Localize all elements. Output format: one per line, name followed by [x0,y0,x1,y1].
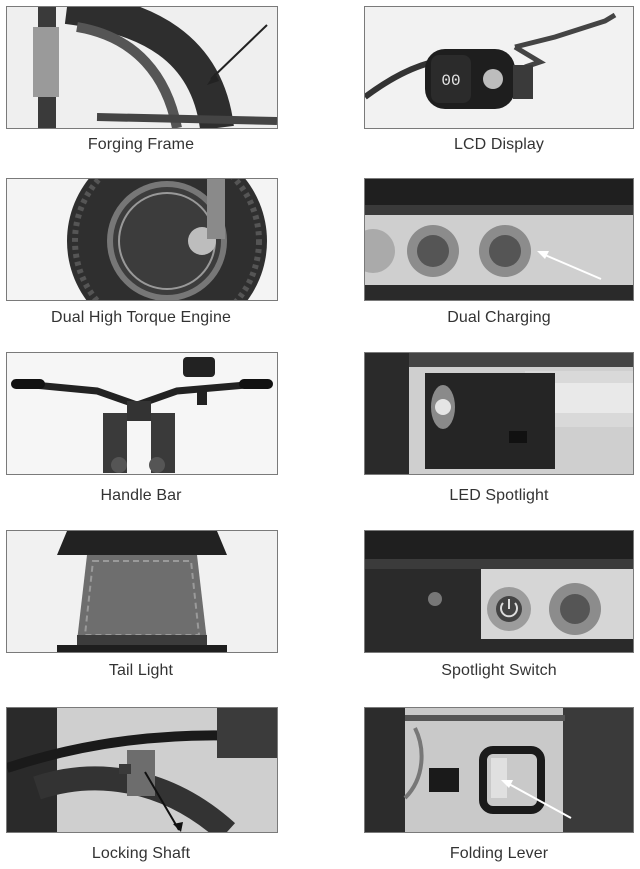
feature-caption-handle-bar: Handle Bar [100,487,182,504]
tail-light-photo [6,530,278,653]
led-spotlight-photo [364,352,634,475]
pointer-arrow-icon [501,780,513,788]
feature-caption-led-spotlight: LED Spotlight [449,487,549,504]
feature-caption-spotlight-switch: Spotlight Switch [441,662,557,679]
power-icon [500,602,518,618]
spotlight-switch-image [365,531,633,652]
feature-caption-dual-charging: Dual Charging [447,309,551,326]
feature-caption-locking-shaft: Locking Shaft [91,845,191,862]
handle-bar-photo [6,352,278,475]
lcd-display-photo: 00 [364,6,634,129]
led-spotlight-image [365,353,633,474]
dual-engine-photo [6,178,278,301]
pointer-arrow-icon [207,73,219,85]
pointer-arrow-icon [537,251,549,259]
handle-bar-image [7,353,277,474]
lcd-speed-readout: 00 [441,72,460,90]
locking-shaft-image [7,708,277,832]
dual-charging-photo [364,178,634,301]
lcd-display-image: 00 [365,7,633,128]
feature-caption-folding-lever: Folding Lever [449,845,549,862]
feature-caption-forging-frame: Forging Frame [87,136,195,153]
folding-lever-image [365,708,633,832]
spotlight-switch-photo [364,530,634,653]
tail-light-image [7,531,277,652]
dual-engine-image [7,179,277,300]
forging-frame-image [7,7,277,128]
dual-charging-image [365,179,633,300]
locking-shaft-photo [6,707,278,833]
forging-frame-photo [6,6,278,129]
feature-caption-lcd-display: LCD Display [453,136,544,153]
folding-lever-photo [364,707,634,833]
feature-caption-tail-light: Tail Light [108,662,174,679]
power-button-icon [483,69,503,89]
feature-caption-dual-engine: Dual High Torque Engine [51,309,231,326]
pointer-arrow-icon [173,822,183,832]
